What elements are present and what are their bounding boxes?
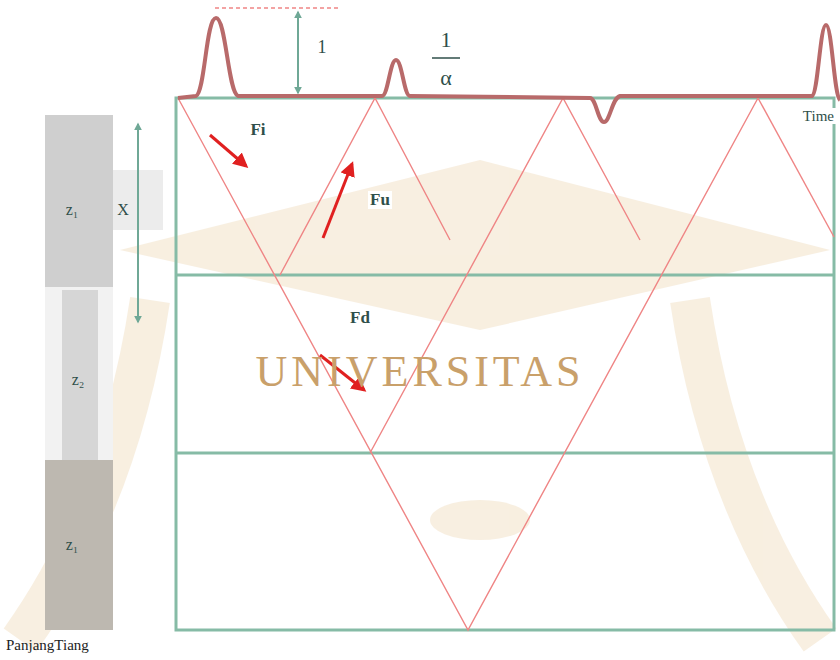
force-label: Fi	[250, 121, 265, 140]
amplitude-label: 1	[318, 38, 327, 58]
pile-column	[45, 115, 163, 630]
layer-label: z₁	[66, 201, 79, 219]
dimension-label: X	[117, 201, 129, 219]
dimension-arrow	[297, 12, 299, 93]
layer-label: z₁	[66, 536, 79, 554]
fraction-numerator: 1	[441, 28, 452, 52]
layer-frame	[176, 98, 834, 630]
axis-label: PanjangTiang	[6, 637, 89, 654]
force-label: Fd	[348, 309, 372, 328]
fraction-denominator: α	[440, 66, 452, 90]
dimension-arrow	[137, 124, 139, 322]
fraction-bar	[432, 57, 460, 59]
force-label: Fu	[368, 191, 392, 210]
layer-label: z₂	[72, 371, 85, 389]
watermark: UNIVERSITAS	[256, 348, 585, 396]
reference-line	[215, 7, 340, 9]
wave-paths	[178, 98, 834, 630]
watermark-logo	[20, 160, 830, 640]
signal-trace	[178, 18, 840, 122]
axis-label: Time	[801, 108, 836, 125]
